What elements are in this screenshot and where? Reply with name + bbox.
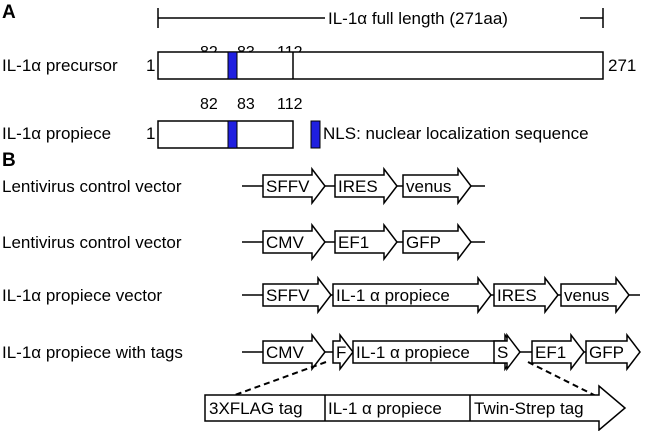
element-arrow-shape [262, 166, 326, 206]
vector-row-3: IL-1α propiece vector SFFV IL-1 α propiece… [2, 275, 640, 315]
element-arrow-shape [531, 332, 585, 372]
element-ef1: EF1 [531, 332, 585, 372]
element-label: GFP [589, 343, 624, 362]
tag-detail-construct: 3XFLAG tag IL-1 α propiece Twin-Strep tag [204, 384, 627, 431]
element-arrow-shape [262, 275, 332, 315]
propiece-start: 1 [146, 124, 155, 143]
element-arrow-shape [493, 332, 521, 372]
element-s: S [493, 332, 521, 372]
zoom-guide-left [220, 361, 327, 401]
element-label: IRES [338, 177, 378, 196]
precursor-bar [157, 51, 604, 80]
element-f: F [332, 332, 354, 372]
element-ef1: EF1 [334, 222, 398, 262]
vector-row-2: Lentivirus control vector CMV EF1 GFP [2, 222, 485, 262]
element-cmv: CMV [262, 222, 326, 262]
element-ires: IRES [493, 275, 559, 315]
element-gfp: GFP [402, 222, 472, 262]
element-arrow-shape [560, 275, 630, 315]
element-il-1-propiece: IL-1 α propiece [352, 332, 519, 372]
element-label: CMV [266, 343, 304, 362]
propiece-tick-82: 82 [200, 96, 218, 113]
element-arrow-shape [493, 275, 559, 315]
element-label: EF1 [535, 343, 566, 362]
element-label: S [497, 343, 508, 362]
element-label: SFFV [266, 177, 310, 196]
element-arrow-shape [334, 222, 398, 262]
element-label: IL-1 α propiece [336, 286, 450, 305]
element-label: venus [406, 177, 451, 196]
full-length-bracket [157, 8, 604, 28]
propiece-name: IL-1α propiece [2, 124, 111, 143]
nls-legend-swatch [310, 120, 321, 149]
element-arrow-shape [402, 222, 472, 262]
element-label: F [336, 343, 346, 362]
vector-name: Lentivirus control vector [2, 233, 182, 252]
precursor-nls-mark [227, 51, 238, 80]
element-label: venus [564, 286, 609, 305]
element-arrow-shape [262, 332, 326, 372]
propiece-tick-112: 112 [277, 96, 303, 113]
propiece-tick-83: 83 [237, 96, 255, 113]
element-label: GFP [406, 233, 441, 252]
element-label: EF1 [338, 233, 369, 252]
element-label: CMV [266, 233, 304, 252]
tag-detail-3xflag-tag: 3XFLAG tag [209, 399, 303, 418]
precursor-name: IL-1α precursor [2, 56, 118, 75]
element-label: IL-1 α propiece [356, 343, 470, 362]
vector-name: Lentivirus control vector [2, 177, 182, 196]
element-arrow-shape [334, 166, 398, 206]
element-label: IRES [497, 286, 537, 305]
panel-b-label: B [2, 150, 16, 171]
element-ires: IRES [334, 166, 398, 206]
zoom-guide-right [527, 361, 605, 401]
element-cmv: CMV [262, 332, 326, 372]
element-venus: venus [560, 275, 630, 315]
propiece-bar [157, 120, 294, 149]
tag-detail-twin-strep-tag: Twin-Strep tag [474, 399, 584, 418]
tag-detail-arrow [204, 384, 627, 431]
precursor-end: 271 [608, 56, 636, 75]
vector-name: IL-1α propiece vector [2, 286, 162, 305]
vector-name: IL-1α propiece with tags [2, 343, 183, 362]
tag-detail-il-1-propiece: IL-1 α propiece [328, 399, 442, 418]
element-sffv: SFFV [262, 166, 326, 206]
element-arrow-shape [402, 166, 472, 206]
element-arrow-shape [585, 332, 641, 372]
element-arrow-shape [332, 275, 492, 315]
panel-a-label: A [2, 2, 16, 23]
precursor-start: 1 [146, 56, 155, 75]
element-arrow-shape [332, 332, 354, 372]
propiece-nls-mark [227, 120, 238, 149]
element-il-1-propiece: IL-1 α propiece [332, 275, 492, 315]
full-length-label: IL-1α full length (271aa) [328, 9, 508, 28]
element-sffv: SFFV [262, 275, 332, 315]
vector-row-1: Lentivirus control vector SFFV IRES venus [2, 166, 485, 206]
element-venus: venus [402, 166, 472, 206]
nls-legend-text: NLS: nuclear localization sequence [323, 124, 589, 143]
element-label: SFFV [266, 286, 310, 305]
element-arrow-shape [262, 222, 326, 262]
vector-row-4: IL-1α propiece with tags CMV F IL-1 α propi… [2, 332, 641, 372]
element-gfp: GFP [585, 332, 641, 372]
